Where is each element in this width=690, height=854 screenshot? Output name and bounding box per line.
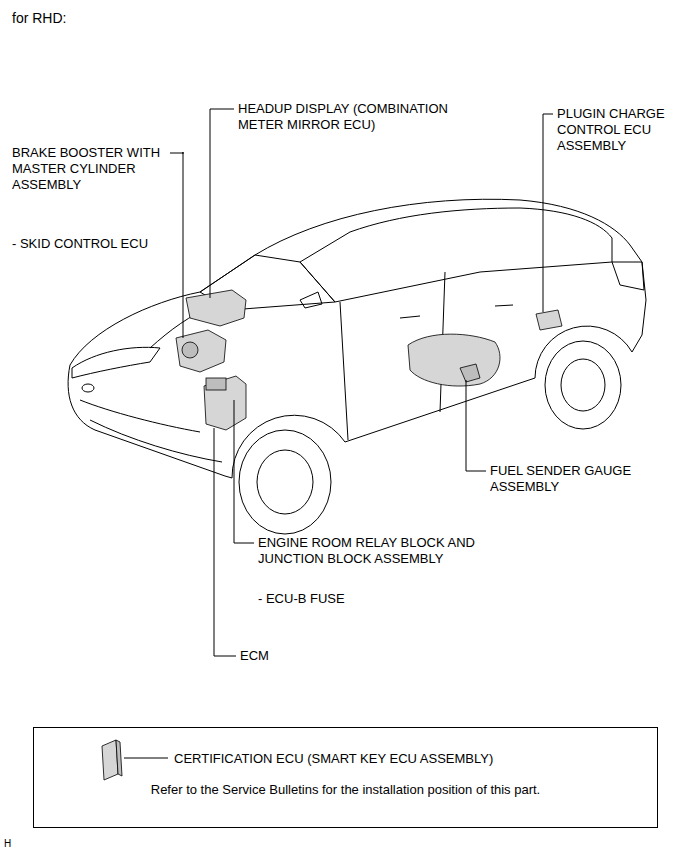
page-title: for RHD:	[12, 10, 66, 26]
front-wheel	[239, 430, 331, 534]
door-handle	[400, 316, 420, 318]
part-name: ENGINE ROOM RELAY BLOCK AND JUNCTION BLO…	[258, 535, 518, 567]
certification-ecu-icon	[102, 740, 118, 780]
bumper-line	[90, 420, 222, 462]
leader-line	[210, 109, 234, 298]
fuel-tank	[408, 334, 500, 386]
leader-line	[170, 153, 183, 154]
leader-line	[124, 758, 168, 759]
relay-block	[204, 376, 246, 430]
plugin-charge-ecu	[536, 310, 562, 330]
part-name: BRAKE BOOSTER WITH MASTER CYLINDER ASSEM…	[12, 145, 182, 193]
side-window	[300, 208, 612, 302]
note-text: Refer to the Service Bulletins for the i…	[46, 782, 645, 798]
figure-code: H	[4, 836, 34, 852]
part-name: CERTIFICATION ECU (SMART KEY ECU ASSEMBL…	[46, 751, 645, 767]
ecm	[206, 378, 226, 390]
emblem	[82, 384, 94, 392]
front-wheel-hub	[257, 450, 313, 514]
note-box: CERTIFICATION ECU (SMART KEY ECU ASSEMBL…	[33, 727, 658, 828]
mirror	[300, 292, 322, 308]
part-name: FUEL SENDER GAUGE ASSEMBLY	[490, 463, 660, 495]
leader-line	[543, 114, 553, 312]
brake-booster	[182, 342, 198, 358]
rear-wheel-hub	[561, 359, 605, 411]
part-name: HEADUP DISPLAY (COMBINATION METER MIRROR…	[238, 101, 478, 133]
leader-line	[183, 152, 184, 338]
tail-light	[612, 262, 644, 290]
sub-part-name: - SKID CONTROL ECU	[12, 236, 182, 252]
leader-line	[234, 400, 254, 543]
part-name: ECM	[240, 648, 340, 664]
leader-line	[214, 428, 236, 656]
fuel-sender-gauge	[460, 364, 480, 382]
car-body	[68, 199, 646, 478]
leader-line	[466, 380, 486, 471]
door-line	[340, 302, 348, 440]
door-handle	[495, 305, 513, 306]
part-name: PLUGIN CHARGE CONTROL ECU ASSEMBLY	[557, 106, 682, 154]
grille	[80, 400, 200, 432]
headlight	[72, 347, 160, 378]
headup-display	[186, 290, 246, 326]
rear-wheel	[545, 341, 621, 429]
sub-part-name: - ECU-B FUSE	[258, 591, 458, 607]
certification-ecu-icon	[116, 740, 122, 776]
